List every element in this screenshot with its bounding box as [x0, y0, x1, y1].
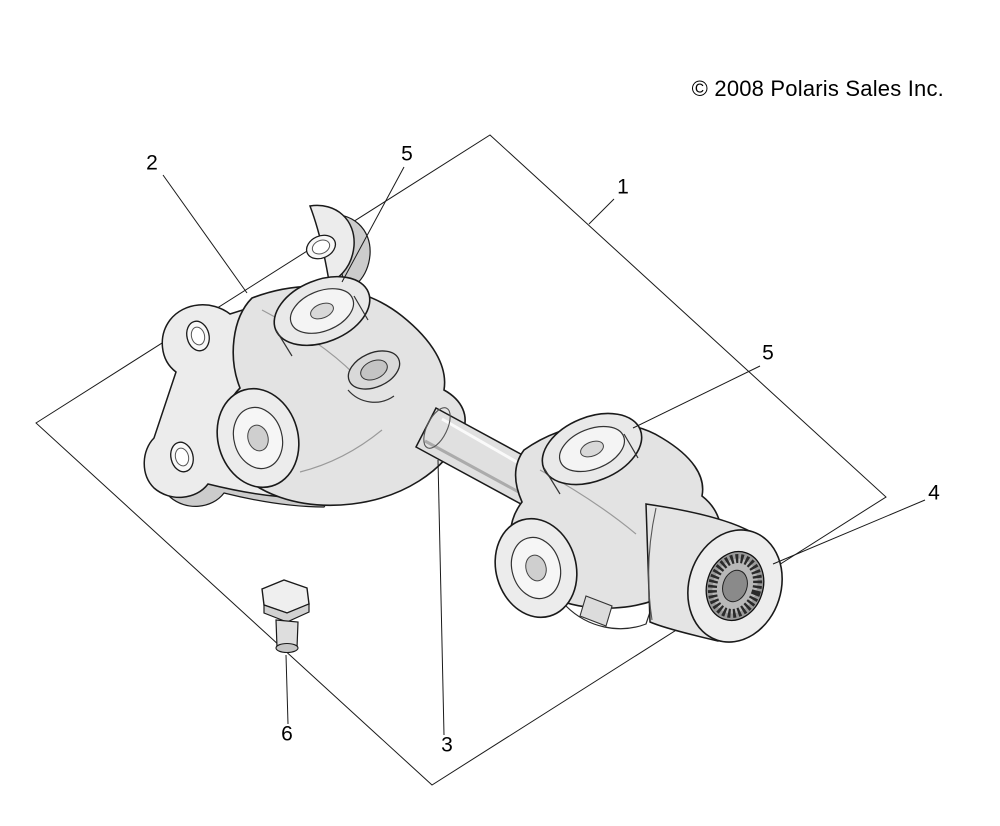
leader-line-3	[437, 459, 445, 736]
leader-line-2	[162, 174, 248, 294]
callout-2: 2	[146, 151, 158, 175]
flange-bolt-hole-top	[305, 234, 337, 260]
copyright-notice: © 2008 Polaris Sales Inc.	[691, 76, 944, 101]
coupler-drawing	[645, 503, 783, 643]
leader-lines	[162, 166, 926, 736]
front-yoke-drawing	[216, 275, 466, 506]
callout-3: 3	[441, 733, 453, 757]
front-bearing-boss	[216, 387, 300, 489]
leader-line-5-front	[341, 166, 405, 283]
callout-5-rear: 5	[762, 341, 774, 365]
callout-4: 4	[928, 481, 940, 505]
leader-line-6	[285, 654, 289, 725]
splined-bore	[705, 550, 765, 622]
coupler-collar-line	[647, 507, 657, 621]
rear-bearing-boss	[494, 517, 578, 619]
callout-5-front: 5	[401, 142, 413, 166]
bearing-cap-rear	[541, 412, 643, 495]
bolt-drawing	[261, 579, 310, 654]
shaft-weld-collar	[423, 407, 451, 449]
callout-6: 6	[281, 722, 293, 746]
callout-1: 1	[617, 175, 629, 199]
flange-bolt-hole-bottom	[170, 441, 194, 473]
rear-cross-detail	[565, 595, 655, 630]
bolt-shank-end	[275, 642, 299, 654]
front-yoke-contour-2	[299, 429, 383, 473]
leader-line-5-rear	[632, 365, 761, 429]
leader-line-4	[772, 499, 926, 565]
bearing-cap-front	[273, 275, 371, 357]
flange-bolt-hole-left	[186, 320, 210, 352]
front-cross-detail	[347, 350, 401, 403]
leader-line-1	[588, 198, 615, 225]
bolt-head-side	[263, 603, 310, 623]
